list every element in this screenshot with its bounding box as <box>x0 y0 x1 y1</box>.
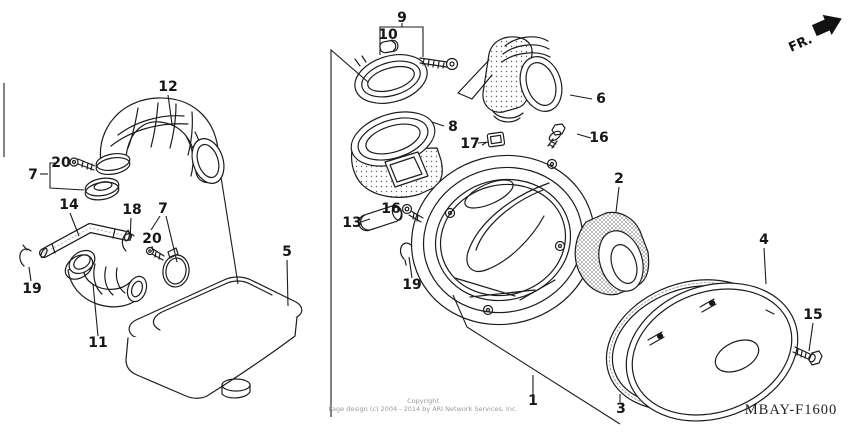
part-case-cover <box>125 276 303 399</box>
part-cover <box>625 282 799 422</box>
part-screw-20-left <box>69 157 96 171</box>
callout-2[interactable]: 2 <box>614 171 624 187</box>
part-clip-19-left <box>19 244 32 267</box>
callout-1[interactable]: 1 <box>528 393 538 409</box>
part-bolt-15 <box>792 346 823 366</box>
part-band-clamp <box>162 247 190 288</box>
fr-label: FR. <box>787 32 815 55</box>
part-screw-20-mid <box>145 246 165 261</box>
callout-20-mid[interactable]: 20 <box>142 231 162 247</box>
callout-17[interactable]: 17 <box>460 136 479 152</box>
callout-10[interactable]: 10 <box>378 27 398 43</box>
callout-14[interactable]: 14 <box>59 197 79 213</box>
part-seal-ring <box>84 177 120 201</box>
part-screw-9 <box>419 57 459 71</box>
callout-5[interactable]: 5 <box>282 244 292 260</box>
part-housing <box>410 154 596 326</box>
part-seal-9 <box>354 54 428 104</box>
fr-arrow-icon <box>811 14 842 37</box>
part-connecting-tube <box>64 249 148 308</box>
callout-15[interactable]: 15 <box>803 307 822 323</box>
part-inlet-duct <box>457 36 563 123</box>
diagram-code: MBAY-F1600 <box>745 402 837 418</box>
callout-18[interactable]: 18 <box>122 202 141 218</box>
part-sub-element <box>350 111 443 198</box>
callout-3[interactable]: 3 <box>616 401 626 417</box>
part-bolt-16-mid <box>401 203 424 223</box>
copyright-line2: Page design (c) 2004 - 2014 by ARI Netwo… <box>328 405 517 413</box>
callout-13[interactable]: 13 <box>342 215 361 231</box>
part-vent-hose <box>39 223 132 259</box>
callout-12[interactable]: 12 <box>158 79 177 95</box>
part-clip-18 <box>121 229 135 252</box>
part-bolt-16-top <box>547 123 566 149</box>
part-clip-nut <box>481 131 506 148</box>
leader-lines <box>3 23 814 425</box>
callout-20-left[interactable]: 20 <box>51 155 71 171</box>
callout-16-mid[interactable]: 16 <box>381 201 400 217</box>
callout-6[interactable]: 6 <box>596 91 606 107</box>
callout-19-mid[interactable]: 19 <box>402 277 421 293</box>
part-tube-13 <box>358 204 403 232</box>
part-intake-duct <box>95 97 225 184</box>
part-clip-19-mid <box>399 242 412 266</box>
part-collar-10 <box>379 39 399 54</box>
part-element <box>574 211 650 296</box>
callout-16-top[interactable]: 16 <box>589 130 608 146</box>
callout-19-left[interactable]: 19 <box>22 281 41 297</box>
callout-11[interactable]: 11 <box>88 335 107 351</box>
callout-8[interactable]: 8 <box>448 119 458 135</box>
callout-9[interactable]: 9 <box>397 10 407 26</box>
callout-7-mid[interactable]: 7 <box>158 201 168 217</box>
fr-direction-marker: FR. <box>787 14 842 56</box>
callout-7-left[interactable]: 7 <box>28 167 38 183</box>
copyright-line1: Copyright <box>407 397 439 405</box>
callout-4[interactable]: 4 <box>759 232 769 248</box>
